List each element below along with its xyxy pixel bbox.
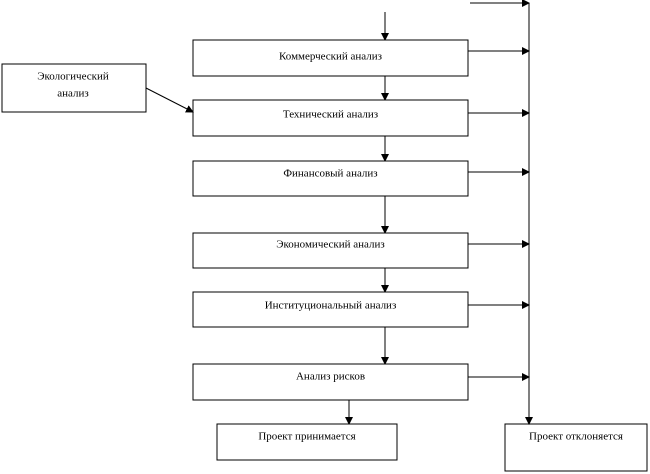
stage-label-commercial: Коммерческий анализ xyxy=(279,51,382,63)
stage-box-commercial: Коммерческий анализ xyxy=(192,39,469,77)
stage-box-economic: Экономический анализ xyxy=(192,232,469,269)
stage-box-risk: Анализ рисков xyxy=(192,363,469,401)
stage-label-institutional: Институциональный анализ xyxy=(265,300,397,312)
side-input-label-line2: анализ xyxy=(57,88,88,100)
side-input-box-ecological: Экологический анализ xyxy=(1,63,147,113)
stage-box-financial: Финансовый анализ xyxy=(192,160,469,197)
stage-label-economic: Экономический анализ xyxy=(276,239,384,251)
stage-box-institutional: Институциональный анализ xyxy=(192,291,469,328)
stage-label-risk: Анализ рисков xyxy=(296,371,365,383)
outcome-box-accepted: Проект принимается xyxy=(216,423,398,461)
stage-label-financial: Финансовый анализ xyxy=(283,168,377,180)
side-input-arrow xyxy=(145,87,194,113)
outcome-label-accepted: Проект принимается xyxy=(258,431,355,443)
side-input-label-line1: Экологический xyxy=(37,71,109,83)
outcome-box-rejected: Проект отклоняется xyxy=(504,423,648,472)
outcome-label-rejected: Проект отклоняется xyxy=(529,431,623,443)
stage-label-technical: Технический анализ xyxy=(283,109,378,121)
stage-box-technical: Технический анализ xyxy=(192,99,469,137)
